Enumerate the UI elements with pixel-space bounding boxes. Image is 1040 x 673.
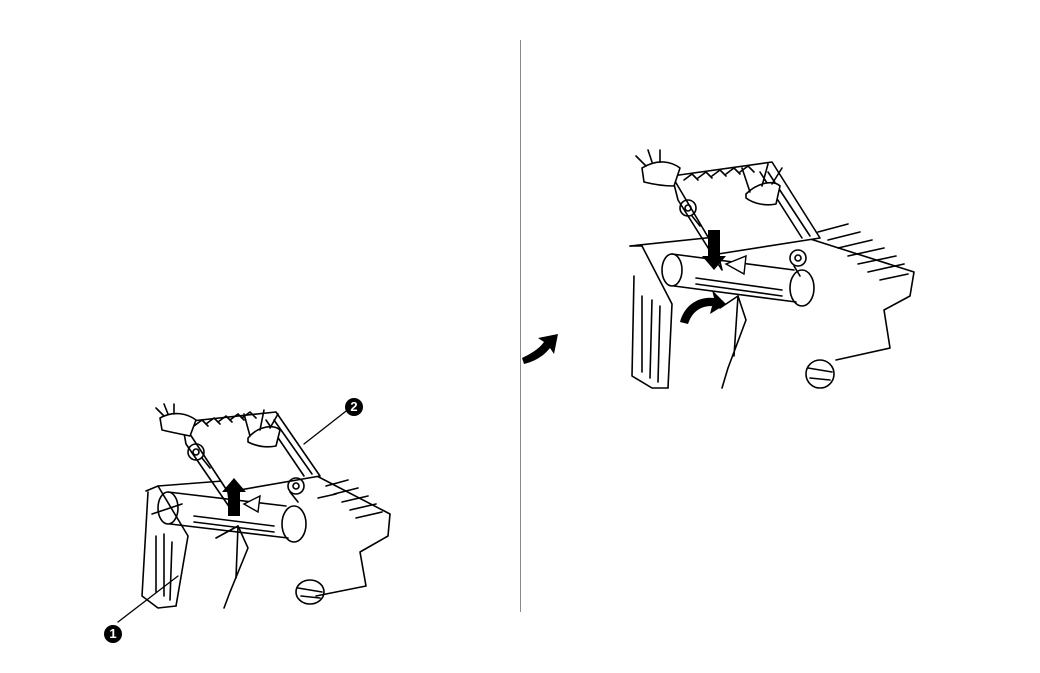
curved-arrow-icon bbox=[518, 328, 564, 370]
printer-illustration-right bbox=[622, 146, 922, 392]
callout-number-2: 2 bbox=[345, 398, 363, 416]
printer-illustration-left bbox=[98, 396, 398, 620]
callout-number-1: 1 bbox=[104, 625, 122, 643]
column-divider bbox=[520, 40, 521, 612]
